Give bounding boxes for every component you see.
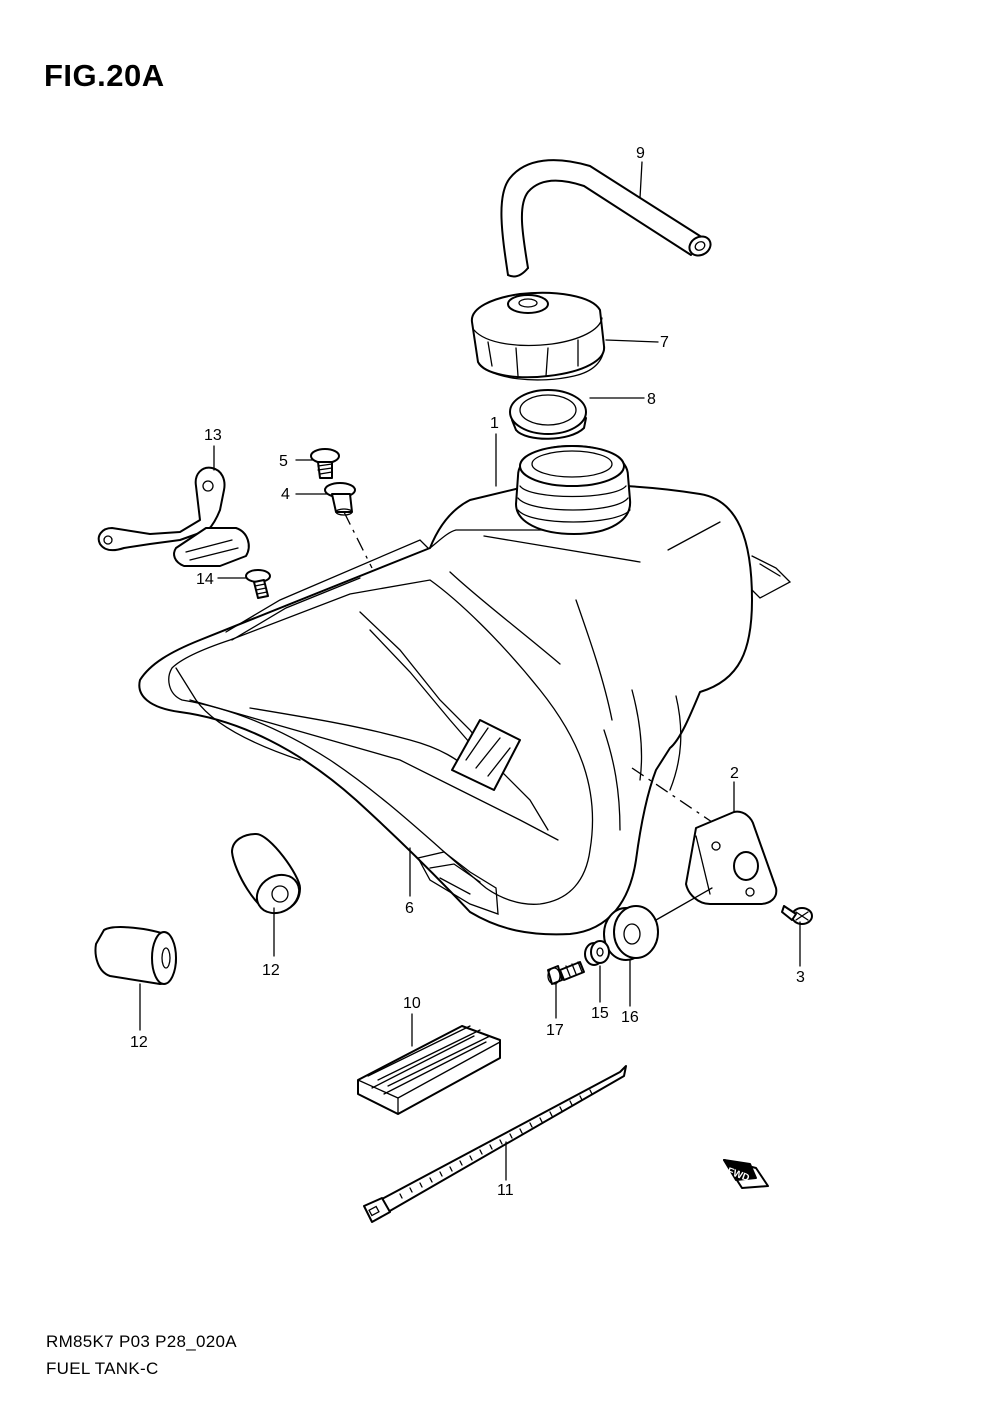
callout-14: 14 xyxy=(196,571,214,588)
callout-11: 11 xyxy=(497,1182,514,1199)
fuel-tank xyxy=(138,445,792,936)
holder-screw xyxy=(245,569,271,599)
collar xyxy=(324,482,356,516)
holder xyxy=(97,466,250,567)
callout-3: 3 xyxy=(796,969,805,986)
callout-13: 13 xyxy=(204,427,222,444)
callout-8: 8 xyxy=(647,391,656,408)
bracket xyxy=(685,810,778,905)
cable-tie xyxy=(363,1065,627,1223)
callout-17: 17 xyxy=(546,1022,564,1039)
callout-4: 4 xyxy=(281,486,290,503)
callout-6: 6 xyxy=(405,900,414,917)
figure-name: FUEL TANK-C xyxy=(46,1359,159,1378)
callout-15: 15 xyxy=(591,1005,609,1022)
cushion-large xyxy=(94,926,177,985)
cap-gasket xyxy=(509,389,587,440)
fwd-arrow-icon: FWD xyxy=(723,1159,769,1189)
callout-1: 1 xyxy=(490,415,499,432)
callout-5: 5 xyxy=(279,453,288,470)
bracket-screw xyxy=(781,905,813,925)
spacer xyxy=(584,940,610,966)
grommet xyxy=(603,887,713,961)
fuel-cap xyxy=(470,291,606,381)
callout-7: 7 xyxy=(660,334,669,351)
callout-labels: 1 2 3 4 5 6 7 8 9 10 11 12 12 13 14 15 1… xyxy=(130,145,805,1199)
leader-lines xyxy=(139,161,801,1181)
collar-bolt xyxy=(310,448,340,479)
figure-code: RM85K7 P03 P28_020A xyxy=(46,1332,237,1351)
callout-16: 16 xyxy=(621,1009,639,1026)
callout-12b: 12 xyxy=(130,1034,148,1051)
callout-2: 2 xyxy=(730,765,739,782)
alignment-line-bracket xyxy=(631,767,713,823)
figure-title: FIG.20A xyxy=(44,58,165,93)
breather-hose xyxy=(500,159,712,278)
callout-12a: 12 xyxy=(262,962,280,979)
callout-10: 10 xyxy=(403,995,421,1012)
mount-bolt xyxy=(547,961,585,985)
alignment-line-collar xyxy=(343,511,373,569)
callout-9: 9 xyxy=(636,145,645,162)
cushion-pad xyxy=(357,1025,501,1115)
cushion-small xyxy=(231,833,301,915)
